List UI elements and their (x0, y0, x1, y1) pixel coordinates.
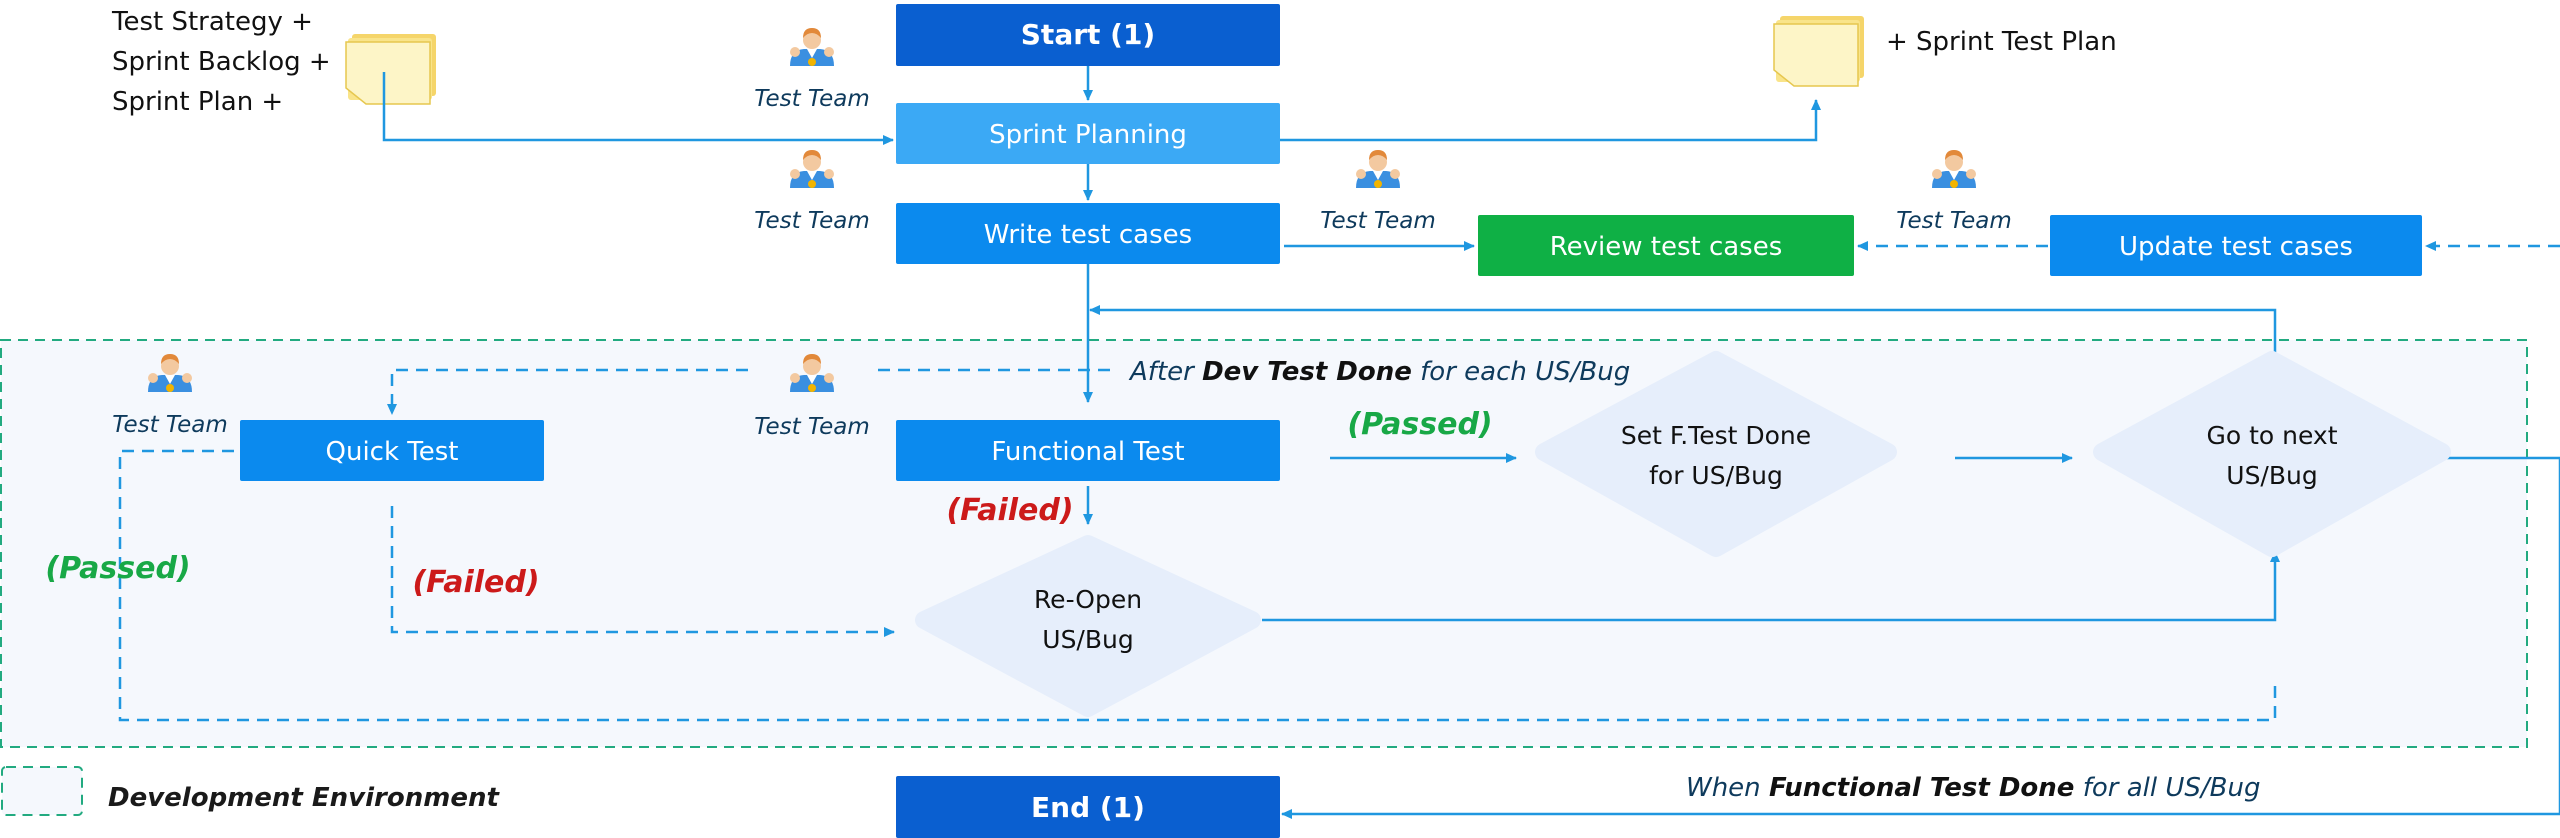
set-ftest-done-label-1: Set F.Test Done (1621, 421, 1811, 450)
legend-label: Development Environment (108, 783, 500, 813)
arrow-inputs-to-planning (382, 72, 894, 145)
after-dev-test-annotation: After Dev Test Done for each US/Bug (1128, 357, 1630, 387)
when-functional-done-annotation: When Functional Test Done for all US/Bug (1686, 773, 2260, 803)
arrow-quicktest-passed-to-next (118, 449, 2277, 722)
input-line-2: Sprint Backlog + (112, 47, 331, 77)
update-test-cases-label: Update test cases (2119, 232, 2353, 262)
failed-label-quicktest: (Failed) (412, 565, 539, 600)
output-documents-icon (1773, 15, 1865, 87)
actor-label-write: Test Team (754, 208, 870, 234)
reopen-label-1: Re-Open (1034, 585, 1142, 614)
input-documents-icon (345, 33, 437, 105)
go-to-next-diamond (2093, 351, 2451, 557)
end-node (896, 776, 1280, 838)
dev-environment-region (0, 339, 2528, 748)
actor-label-functional: Test Team (754, 414, 870, 440)
quick-test-node (240, 420, 544, 481)
output-label: + Sprint Test Plan (1886, 27, 2117, 57)
arrow-next-loop-back (1089, 305, 2277, 360)
write-test-cases-node (896, 203, 1280, 264)
actor-icon-write (790, 150, 834, 188)
arrow-next-to-end (1281, 456, 2560, 819)
functional-test-node (896, 420, 1280, 481)
actor-icon-planning (790, 28, 834, 66)
sprint-planning-label: Sprint Planning (989, 120, 1187, 150)
arrow-reopen-to-next (1262, 551, 2280, 622)
actor-icon-review (1356, 150, 1400, 188)
go-to-next-label-1: Go to next (2206, 421, 2337, 450)
actor-icon-update (1932, 150, 1976, 188)
set-ftest-done-label-2: for US/Bug (1649, 461, 1783, 490)
review-test-cases-node (1478, 215, 1854, 276)
arrow-planning-to-output (1280, 99, 1821, 142)
legend-swatch (1, 766, 83, 816)
actor-label-planning: Test Team (754, 86, 870, 112)
arrow-devtest-to-quicktest (392, 368, 1110, 414)
actor-label-review: Test Team (1320, 208, 1436, 234)
set-ftest-done-diamond (1535, 351, 1897, 557)
sprint-planning-node (896, 103, 1280, 164)
input-line-3: Sprint Plan + (112, 87, 283, 117)
reopen-label-2: US/Bug (1042, 625, 1133, 654)
go-to-next-label-2: US/Bug (2226, 461, 2317, 490)
end-label: End (1) (1031, 791, 1145, 824)
input-line-1: Test Strategy + (111, 7, 313, 37)
arrow-quicktest-failed-to-reopen (390, 506, 895, 637)
passed-label-functional: (Passed) (1347, 407, 1492, 442)
update-test-cases-node (2050, 215, 2422, 276)
functional-test-label: Functional Test (991, 437, 1184, 467)
start-node (896, 4, 1280, 66)
start-label: Start (1) (1021, 18, 1155, 51)
quick-test-label: Quick Test (326, 437, 459, 467)
write-test-cases-label: Write test cases (984, 220, 1192, 250)
actor-label-quicktest: Test Team (112, 412, 228, 438)
review-test-cases-label: Review test cases (1550, 232, 1783, 262)
failed-label-functional: (Failed) (946, 493, 1073, 528)
actor-label-update: Test Team (1896, 208, 2012, 234)
passed-label-quicktest: (Passed) (45, 551, 190, 586)
reopen-diamond (915, 535, 1261, 717)
